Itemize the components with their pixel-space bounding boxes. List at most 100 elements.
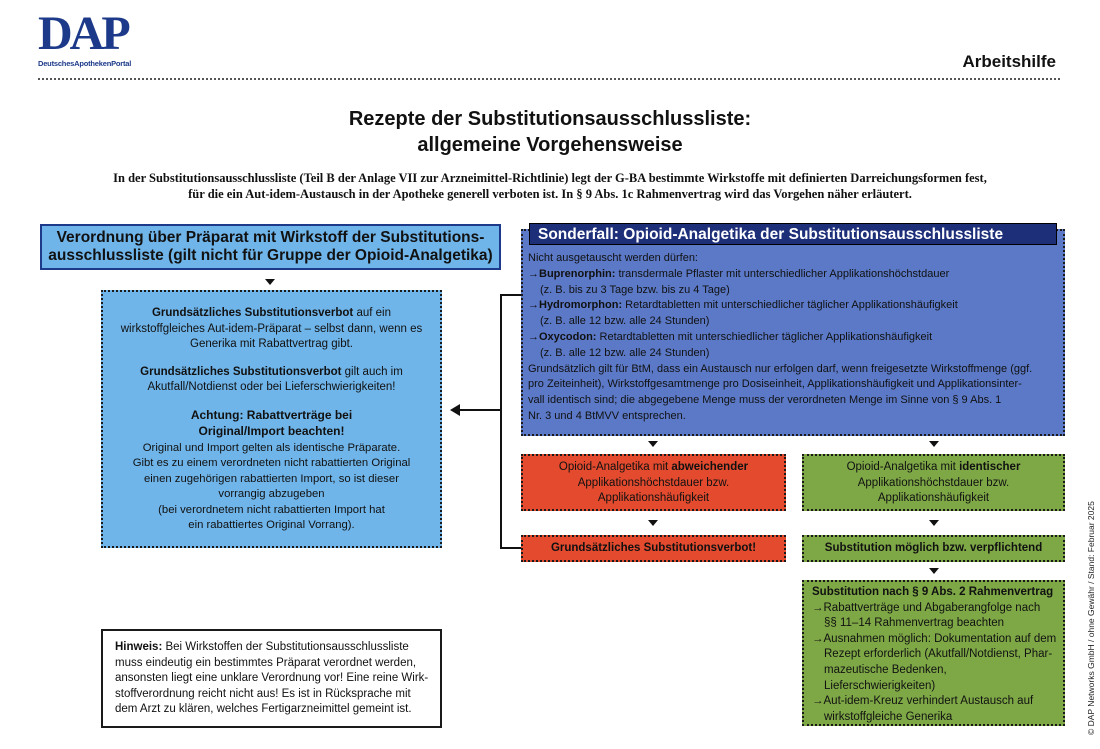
opioid-special-case-box xyxy=(521,229,1065,436)
title-line-1: Rezepte der Substitutionsausschlussliste… xyxy=(348,108,752,130)
copyright-side: © DAP Networks GmbH / ohne Gewähr / Stan… xyxy=(1080,470,1100,740)
rebate-warning-line-1: Achtung: Rabattverträge bei xyxy=(190,407,353,422)
hint-line-5: dem Arzt zu klären, welches Fertigarznei… xyxy=(115,703,412,716)
btm-rule-line-2: pro Zeiteinheit), Wirkstoffgesamtmenge p… xyxy=(528,378,1022,391)
hint-line-3: ansonsten liegt eine unklare Verordnung … xyxy=(115,672,429,685)
header-divider xyxy=(38,78,1060,80)
document-type-label: Arbeitshilfe xyxy=(962,52,1056,71)
hint-label: Hinweis: xyxy=(115,641,163,653)
opioid-name: Buprenorphin: xyxy=(539,267,616,280)
opioid-identical-box: Opioid-Analgetika mit identischer Applik… xyxy=(802,454,1065,511)
ban-paragraph-1-bold: Grundsätzliches Substitutionsverbot xyxy=(151,307,354,319)
hint-line-1: Hinweis: Bei Wirkstoffen der Substitutio… xyxy=(115,640,430,656)
copyright-text: © DAP Networks GmbH / ohne Gewähr / Stan… xyxy=(1086,501,1096,735)
substitution-ban-box: Grundsätzliches Substitutionsverbot auf … xyxy=(101,290,442,548)
opioid-desc: Retardtabletten mit unterschiedlicher tä… xyxy=(622,299,958,312)
ban-paragraph-2: Grundsätzliches Substitutionsverbot gilt… xyxy=(113,365,430,396)
bracket-bottom-line xyxy=(500,547,521,549)
arrow-right-icon: → xyxy=(528,299,539,312)
hint-box: Hinweis: Bei Wirkstoffen der Substitutio… xyxy=(101,629,442,728)
ban-paragraph-2-text: gilt auch im Akutfall/Notdienst oder bei… xyxy=(147,365,403,394)
rebate-text-line-6: ein rabattiertes Original Vorrang). xyxy=(188,519,355,531)
arrow-left-icon xyxy=(450,404,460,416)
opioid-identical-bold: identischer xyxy=(959,461,1021,473)
detail-item-line: §§ 11–14 Rahmenvertrag beachten xyxy=(824,617,1005,630)
intro-line-2: für die ein Aut-idem-Austausch in der Ap… xyxy=(188,187,912,201)
detail-item-line: Aut-idem-Kreuz verhindert Austausch auf xyxy=(823,695,1034,708)
opioid-different-line-3: Applikationshäufigkeit xyxy=(597,492,710,504)
bracket-top-line xyxy=(500,294,521,296)
opioid-identical-line-1: Opioid-Analgetika mit identischer xyxy=(804,460,1063,476)
arrow-down-icon xyxy=(929,441,939,447)
intro-line-1: In der Substitutionsausschlussliste (Tei… xyxy=(113,171,987,185)
arrow-down-icon xyxy=(929,568,939,574)
opioid-item: →Buprenorphin: transdermale Pflaster mit… xyxy=(528,267,1058,299)
detail-item-line: Rezept erforderlich (Akutfall/Notdienst,… xyxy=(824,648,1053,661)
detail-item: →Ausnahmen möglich: Dokumentation auf de… xyxy=(812,632,1057,694)
rebate-warning-line-2: Original/Import beachten! xyxy=(198,424,345,438)
detail-item-line: mazeutische Bedenken, Lieferschwierigkei… xyxy=(824,663,947,692)
arrow-right-icon: → xyxy=(528,267,539,280)
opioid-different-prefix: Opioid-Analgetika mit xyxy=(558,461,672,473)
detail-item-line: Ausnahmen möglich: Dokumentation auf dem xyxy=(823,632,1057,645)
detail-item: →Aut-idem-Kreuz verhindert Austausch auf… xyxy=(812,694,1057,725)
arrow-down-icon xyxy=(648,441,658,447)
arrow-down-icon xyxy=(648,520,658,526)
opioid-item: →Hydromorphon: Retardtabletten mit unter… xyxy=(528,298,1058,330)
opioid-desc: transdermale Pflaster mit unterschiedlic… xyxy=(615,267,950,280)
opioid-identical-line-2: Applikationshöchstdauer bzw. xyxy=(857,476,1010,489)
title-line-2: allgemeine Vorgehensweise xyxy=(417,134,683,156)
substitution-detail-box: Substitution nach § 9 Abs. 2 Rahmenvertr… xyxy=(802,580,1065,726)
arrow-down-icon xyxy=(265,279,275,285)
opioid-different-line-2: Applikationshöchstdauer bzw. xyxy=(577,476,730,489)
hint-line-2: muss eindeutig ein bestimmtes Präparat v… xyxy=(115,656,417,669)
btm-rule-line-3: vall identisch sind; die abgegebene Meng… xyxy=(528,394,1002,407)
ban-paragraph-1-text: auf ein wirkstoffgleiches Aut-idem-Präpa… xyxy=(120,307,423,350)
rebate-text-line-2: Gibt es zu einem verordneten nicht rabat… xyxy=(132,457,411,469)
rebate-text-line-1: Original und Import gelten als identisch… xyxy=(142,441,401,454)
opioid-special-case-title: Sonderfall: Opioid-Analgetika der Substi… xyxy=(529,223,1057,245)
left-header-line-2: ausschlussliste (gilt nicht für Gruppe d… xyxy=(48,247,493,264)
opioid-item: →Oxycodon: Retardtabletten mit unterschi… xyxy=(528,330,1058,362)
ban-paragraph-2-bold: Grundsätzliches Substitutionsverbot xyxy=(140,365,342,378)
opioid-identical-prefix: Opioid-Analgetika mit xyxy=(846,461,960,473)
opioid-different-line-1: Opioid-Analgetika mit abweichender xyxy=(523,460,784,476)
opioid-example: (z. B. bis zu 3 Tage bzw. bis zu 4 Tage) xyxy=(540,283,730,296)
opioid-different-bold: abweichender xyxy=(671,461,749,473)
arrow-right-icon: → xyxy=(812,601,824,614)
btm-rule-line-1: Grundsätzlich gilt für BtM, dass ein Aus… xyxy=(528,362,1033,375)
ban-paragraph-3: Achtung: Rabattverträge bei Original/Imp… xyxy=(113,408,430,534)
arrow-right-icon: → xyxy=(528,330,539,343)
opioid-special-case-body: Nicht ausgetauscht werden dürfen: →Bupre… xyxy=(528,251,1058,425)
dap-logo: DAP xyxy=(38,7,131,60)
detail-item-line: Rabattverträge und Abgaberangfolge nach xyxy=(823,601,1041,614)
opioid-example: (z. B. alle 12 bzw. alle 24 Stunden) xyxy=(540,346,710,359)
left-header-box: Verordnung über Präparat mit Wirkstoff d… xyxy=(40,224,501,270)
hint-line-4: stoffverordnung reicht nicht aus! Es ist… xyxy=(115,687,411,700)
green-result-box: Substitution möglich bzw. verpflichtend xyxy=(802,535,1065,562)
rebate-text-line-3: einen zugehörigen rabattierten Import, s… xyxy=(144,472,399,485)
opioid-lead: Nicht ausgetauscht werden dürfen: xyxy=(528,252,698,264)
red-result-box: Grundsätzliches Substitutionsverbot! xyxy=(521,535,786,562)
opioid-name: Oxycodon: xyxy=(539,330,597,343)
intro-text: In der Substitutionsausschlussliste (Tei… xyxy=(0,170,1100,202)
dap-logo-subtitle: DeutschesApothekenPortal xyxy=(38,59,132,68)
arrow-right-icon: → xyxy=(812,632,824,645)
btm-rule-line-4: Nr. 3 und 4 BtMVV entsprechen. xyxy=(528,409,686,422)
opioid-different-box: Opioid-Analgetika mit abweichender Appli… xyxy=(521,454,786,511)
substitution-detail-title: Substitution nach § 9 Abs. 2 Rahmenvertr… xyxy=(812,586,1054,598)
bracket-line xyxy=(500,294,502,548)
bracket-connector-line xyxy=(460,409,502,411)
arrow-down-icon xyxy=(929,520,939,526)
detail-item-line: wirkstoffgleiche Generika xyxy=(824,710,953,723)
opioid-identical-line-3: Applikationshäufigkeit xyxy=(877,492,990,504)
left-header-line-1: Verordnung über Präparat mit Wirkstoff d… xyxy=(56,229,485,246)
opioid-desc: Retardtabletten mit unterschiedlicher tä… xyxy=(596,330,933,343)
rebate-text-line-5: (bei verordnetem nicht rabattierten Impo… xyxy=(158,503,385,516)
rebate-text-line-4: vorrangig abzugeben xyxy=(218,488,325,500)
detail-item: →Rabattverträge und Abgaberangfolge nach… xyxy=(812,601,1057,632)
ban-paragraph-1: Grundsätzliches Substitutionsverbot auf … xyxy=(113,306,430,353)
arrow-right-icon: → xyxy=(812,695,824,708)
hint-text-1: Bei Wirkstoffen der Substitutionsausschl… xyxy=(162,641,409,653)
opioid-example: (z. B. alle 12 bzw. alle 24 Stunden) xyxy=(540,315,710,328)
